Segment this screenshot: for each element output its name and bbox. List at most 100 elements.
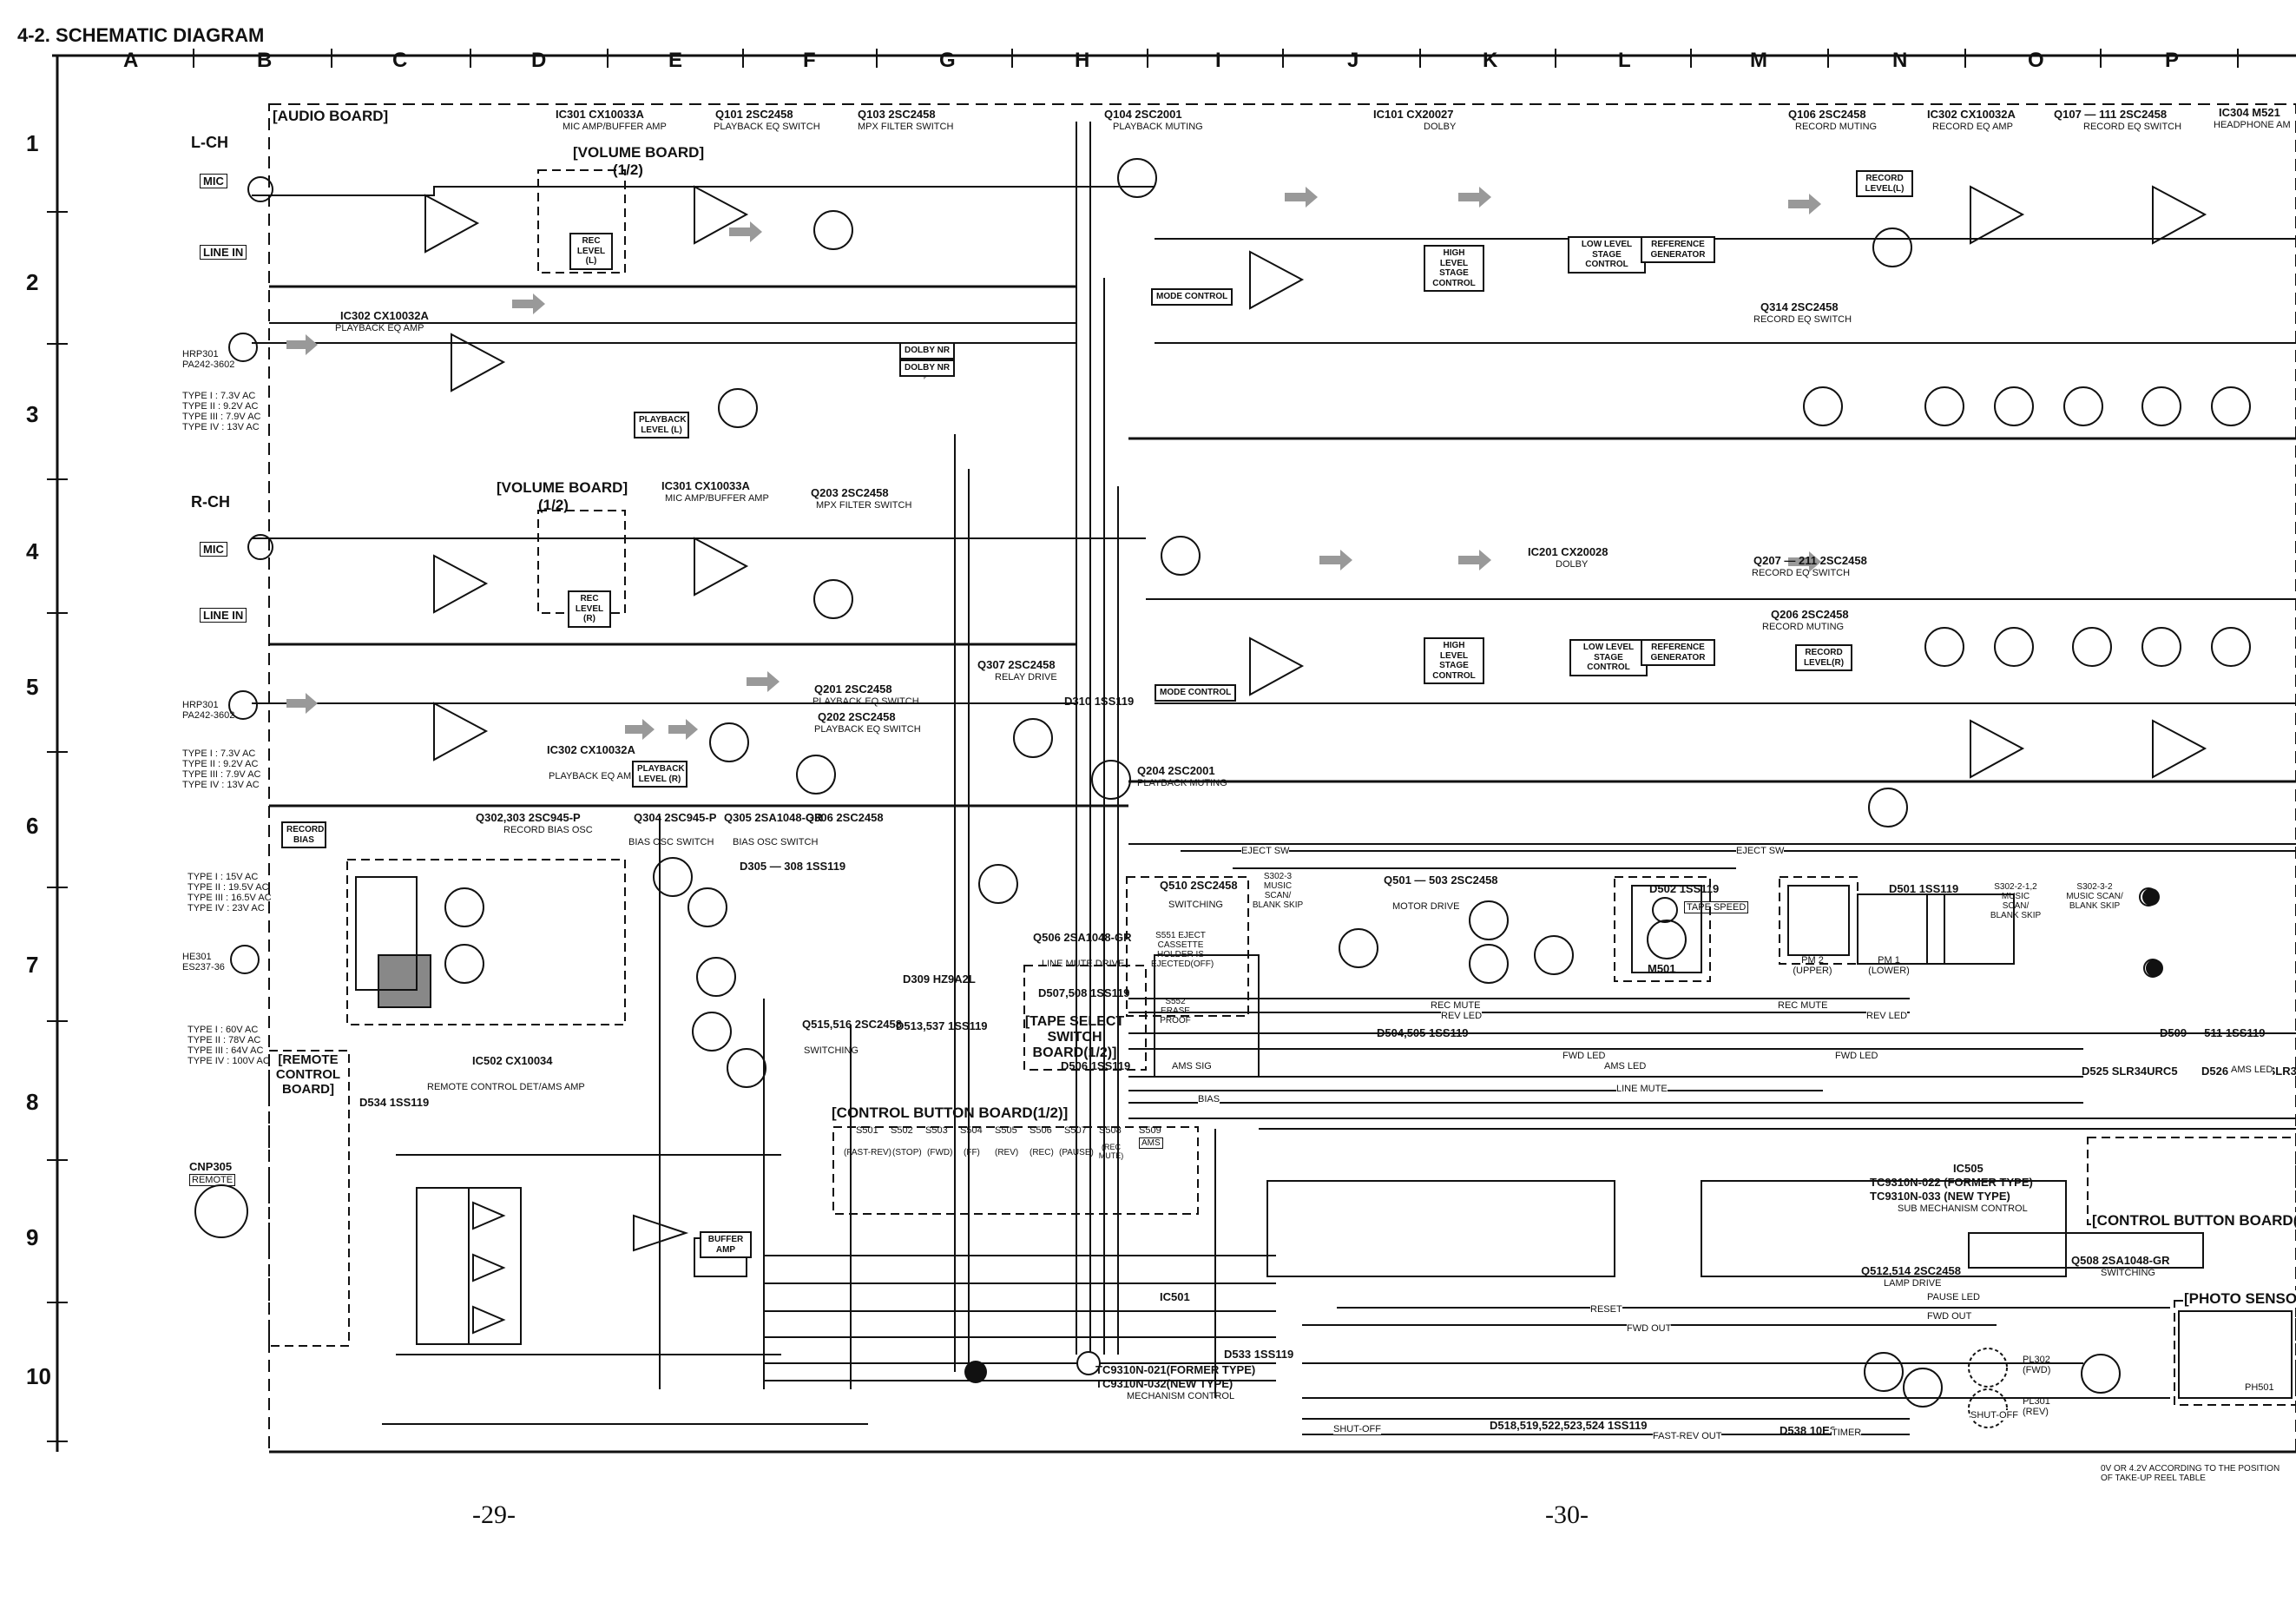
- d507-label: D507,508 1SS119: [1038, 986, 1130, 999]
- column-header-f: F: [803, 49, 816, 72]
- q204-desc: PLAYBACK MUTING: [1137, 778, 1227, 788]
- ic501-label: IC501: [1160, 1290, 1190, 1303]
- s551-label: S551 EJECT CASSETTE HOLDER IS EJECTED(OF…: [1151, 931, 1214, 969]
- q207-desc: RECORD EQ SWITCH: [1752, 568, 1851, 578]
- q314-desc: RECORD EQ SWITCH: [1753, 314, 1852, 325]
- d509-label: D509 — 511 1SS119: [2160, 1026, 2266, 1039]
- hrp301-r-label: HRP301 PA242-3602: [182, 700, 235, 721]
- type-volts-b-3: TYPE III : 7.9V AC: [182, 769, 261, 780]
- tape-select-board-title: [TAPE SELECT SWITCH BOARD(1/2)]: [1024, 1014, 1125, 1060]
- rev-led-bus: REV LED: [1441, 1011, 1483, 1021]
- switch-s505-id: S505: [995, 1125, 1017, 1136]
- ic505-former: TC9310N-022 (FORMER TYPE): [1870, 1176, 2033, 1189]
- bias-bus: BIAS: [1198, 1094, 1220, 1104]
- s302-3-2-label: S302-3-2 MUSIC SCAN/ BLANK SKIP: [2066, 882, 2123, 911]
- q206-desc: RECORD MUTING: [1762, 622, 1845, 632]
- ic201-label: IC201 CX20028: [1528, 545, 1609, 558]
- rec-level-l-box: REC LEVEL (L): [569, 233, 613, 270]
- ic302-desc: PLAYBACK EQ AMP: [335, 323, 424, 333]
- reference-gen-r-box: REFERENCE GENERATOR: [1641, 639, 1715, 666]
- column-header-g: G: [939, 49, 956, 72]
- mode-control-l-box: MODE CONTROL: [1151, 288, 1234, 306]
- mic-l-jack: MIC: [200, 174, 227, 188]
- switch-stop-name: (STOP): [892, 1148, 922, 1157]
- ic304-label: IC304 M521: [2219, 106, 2280, 119]
- row-header-10: 10: [26, 1363, 51, 1389]
- q201-label: Q201 2SC2458: [814, 682, 892, 696]
- q510-label: Q510 2SC2458: [1160, 879, 1238, 892]
- q101-label: Q101 2SC2458: [715, 108, 793, 121]
- volume-board-r-sub: (1/2): [538, 497, 569, 513]
- q106-label: Q106 2SC2458: [1788, 108, 1866, 121]
- column-header-j: J: [1347, 49, 1359, 72]
- q204-label: Q204 2SC2001: [1137, 764, 1215, 777]
- he301-label: HE301 ES237-36: [182, 952, 225, 973]
- ic301b-desc: MIC AMP/BUFFER AMP: [665, 493, 769, 504]
- s302-2-label: S302-2-1,2 MUSIC SCAN/ BLANK SKIP: [1990, 882, 2042, 920]
- ams-led-bus-2: AMS LED: [2231, 1065, 2273, 1075]
- q506-label: Q506 2SA1048-GR: [1033, 931, 1132, 944]
- d504-label: D504,505 1SS119: [1377, 1026, 1469, 1039]
- r-channel-label: R-CH: [191, 493, 230, 511]
- mode-control-r-box: MODE CONTROL: [1155, 684, 1237, 702]
- q307-label: Q307 2SC2458: [977, 658, 1056, 671]
- ic501-new: TC9310N-032(NEW TYPE): [1095, 1377, 1234, 1390]
- column-header-p: P: [2165, 49, 2180, 72]
- pm1-lower-label: PM 1 (LOWER): [1868, 955, 1910, 976]
- mic-r-jack: MIC: [200, 542, 227, 557]
- q201-desc: PLAYBACK EQ SWITCH: [812, 696, 919, 707]
- fwd-out-bus-2: FWD OUT: [1927, 1311, 1972, 1322]
- type-volts-b-2: TYPE II : 9.2V AC: [182, 759, 259, 769]
- record-level-r-box: RECORD LEVEL(R): [1795, 644, 1852, 671]
- row-header-2: 2: [26, 269, 39, 295]
- ic501-desc: MECHANISM CONTROL: [1127, 1391, 1235, 1401]
- type-volts-a-3: TYPE III : 7.9V AC: [182, 412, 261, 422]
- ic301-desc: MIC AMP/BUFFER AMP: [562, 122, 667, 132]
- m501-label: M501: [1648, 962, 1676, 975]
- row-header-3: 3: [26, 401, 39, 427]
- type-volts-d-3: TYPE III : 64V AC: [187, 1045, 264, 1056]
- tape-speed-label: TAPE SPEED: [1684, 901, 1749, 913]
- d533-label: D533 1SS119: [1224, 1348, 1294, 1361]
- row-header-8: 8: [26, 1089, 39, 1115]
- switch-s509-id: S509: [1139, 1125, 1161, 1136]
- q101-desc: PLAYBACK EQ SWITCH: [714, 122, 820, 132]
- d518-label: D518,519,522,523,524 1SS119: [1490, 1419, 1648, 1432]
- pause-led-bus: PAUSE LED: [1927, 1292, 1980, 1302]
- row-header-9: 9: [26, 1224, 39, 1250]
- q203-label: Q203 2SC2458: [811, 486, 889, 499]
- type-volts-c-2: TYPE II : 19.5V AC: [187, 882, 269, 893]
- ic301-label: IC301 CX10033A: [556, 108, 644, 121]
- q202-label: Q202 2SC2458: [818, 710, 896, 723]
- photo-sensor-board-title: [PHOTO SENSO: [2184, 1290, 2296, 1308]
- column-header-h: H: [1075, 49, 1090, 72]
- switch-s508-id: S508: [1099, 1125, 1122, 1136]
- q508-desc: SWITCHING: [2101, 1268, 2155, 1278]
- page-number-left: -29-: [472, 1500, 516, 1529]
- ph501-label: PH501: [2245, 1382, 2274, 1393]
- switch-s504-id: S504: [960, 1125, 983, 1136]
- dolby-nr-off-box: DOLBY NR: [899, 359, 956, 377]
- column-header-i: I: [1215, 49, 1221, 72]
- rec-mute-bus-2: REC MUTE: [1431, 1000, 1481, 1011]
- type-volts-d-4: TYPE IV : 100V AC: [187, 1056, 270, 1066]
- q305-label: Q305 2SA1048-GR: [724, 811, 823, 824]
- q202-desc: PLAYBACK EQ SWITCH: [814, 724, 921, 735]
- d501-label: D501 1SS119: [1889, 882, 1959, 895]
- line-mute-bus: LINE MUTE: [1616, 1084, 1668, 1094]
- pl302-label: PL302 (FWD): [2023, 1355, 2051, 1375]
- ic502-label: IC502 CX10034: [472, 1054, 553, 1067]
- switch-s506-id: S506: [1030, 1125, 1052, 1136]
- q306-label: Q306 2SC2458: [806, 811, 884, 824]
- switch-s501-id: S501: [856, 1125, 878, 1136]
- q302-label: Q302,303 2SC945-P: [476, 811, 581, 824]
- row-header-5: 5: [26, 674, 39, 700]
- column-header-a: A: [123, 49, 139, 72]
- high-level-stage-r-box: HIGH LEVEL STAGE CONTROL: [1424, 637, 1484, 684]
- q515-label: Q515,516 2SC2458: [802, 1018, 902, 1031]
- page-title: 4-2. SCHEMATIC DIAGRAM: [17, 24, 265, 46]
- switch-fast-rev-name: (FAST-REV): [844, 1148, 892, 1157]
- timer-bus: TIMER: [1832, 1427, 1862, 1438]
